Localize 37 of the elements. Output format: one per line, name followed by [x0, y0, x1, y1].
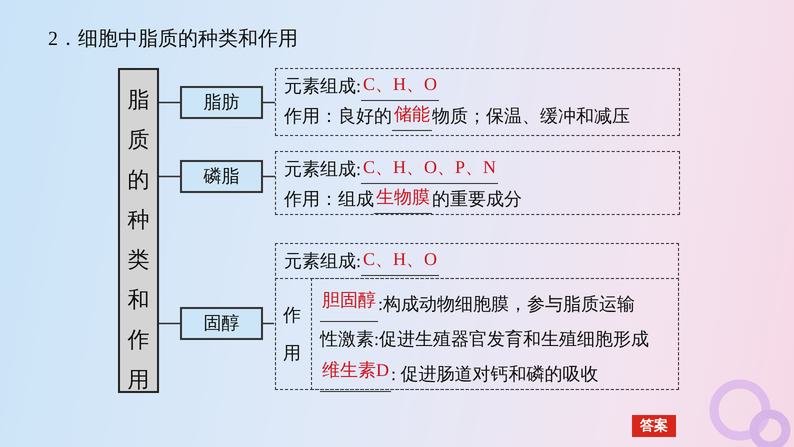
answer-blank: 胆固醇 [320, 287, 378, 322]
info-text: :构成动物细胞膜，参与脂质运输 [378, 293, 636, 316]
vertical-label: 脂质的种类和作用 [128, 86, 150, 391]
vertical-label: 作用 [283, 304, 301, 365]
answer-blank: C、H、O [361, 71, 440, 101]
answer-blank: C、H、O、P、N [361, 154, 498, 184]
connector-line [263, 322, 274, 324]
category-box [180, 160, 263, 193]
info-box [275, 243, 679, 390]
connector-line [159, 176, 180, 178]
answer-blank: 储能 [392, 101, 432, 131]
info-text: 元素组成: [284, 250, 362, 273]
info-text: 元素组成: [284, 158, 362, 181]
category-label: 磷脂 [204, 165, 240, 188]
info-text: 元素组成: [284, 75, 362, 98]
answer-blank: C、H、O [361, 246, 440, 276]
info-box [275, 151, 680, 215]
category-box [180, 86, 263, 119]
category-label: 脂肪 [204, 91, 240, 114]
category-column [118, 68, 159, 393]
info-text: 物质；保温、缓冲和减压 [432, 105, 630, 128]
connector-line [159, 102, 180, 104]
info-text: : 促进肠道对钙和磷的吸收 [391, 363, 599, 386]
info-text: 的重要成分 [432, 188, 522, 211]
connector-line [159, 322, 180, 324]
info-text: 作用：良好的 [284, 105, 392, 128]
answer-blank: 生物膜 [374, 184, 432, 214]
connector-line [263, 176, 275, 178]
category-label: 固醇 [204, 312, 240, 335]
answer-button: 答案 [632, 415, 676, 437]
category-box [180, 307, 263, 340]
info-text: 作用：组成 [284, 188, 374, 211]
info-text: 性激素:促进生殖器官发育和生殖细胞形成 [320, 328, 650, 351]
answer-blank: 维生素D [320, 357, 391, 392]
title: 2．细胞中脂质的种类和作用 [48, 27, 298, 52]
connector-line [263, 102, 275, 104]
info-box [275, 68, 680, 136]
